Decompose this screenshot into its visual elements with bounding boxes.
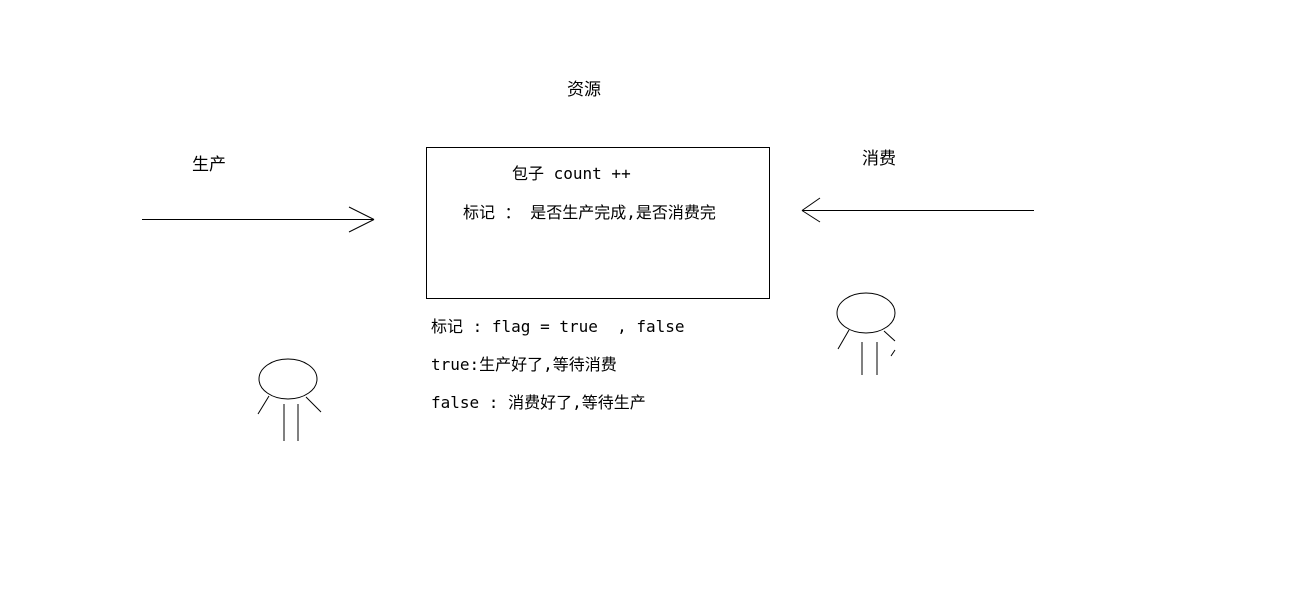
producer-figure-head — [258, 358, 318, 400]
box-line-flag: 标记 ： 是否生产完成,是否消费完 — [463, 203, 716, 222]
producer-arrow — [142, 206, 375, 233]
producer-figure — [257, 358, 322, 441]
box-line-count: 包子 count ++ — [512, 164, 631, 183]
consumer-figure-head — [836, 292, 896, 334]
producer-label: 生产 — [192, 155, 226, 175]
resource-box — [426, 147, 770, 299]
consumer-arrow — [801, 197, 1034, 223]
note-flag-definition: 标记 : flag = true , false — [431, 317, 685, 336]
note-false-meaning: false : 消费好了,等待生产 — [431, 393, 646, 412]
consumer-label: 消费 — [862, 149, 896, 169]
note-true-meaning: true:生产好了,等待消费 — [431, 355, 617, 374]
consumer-figure — [836, 292, 896, 375]
resource-title: 资源 — [567, 80, 601, 100]
